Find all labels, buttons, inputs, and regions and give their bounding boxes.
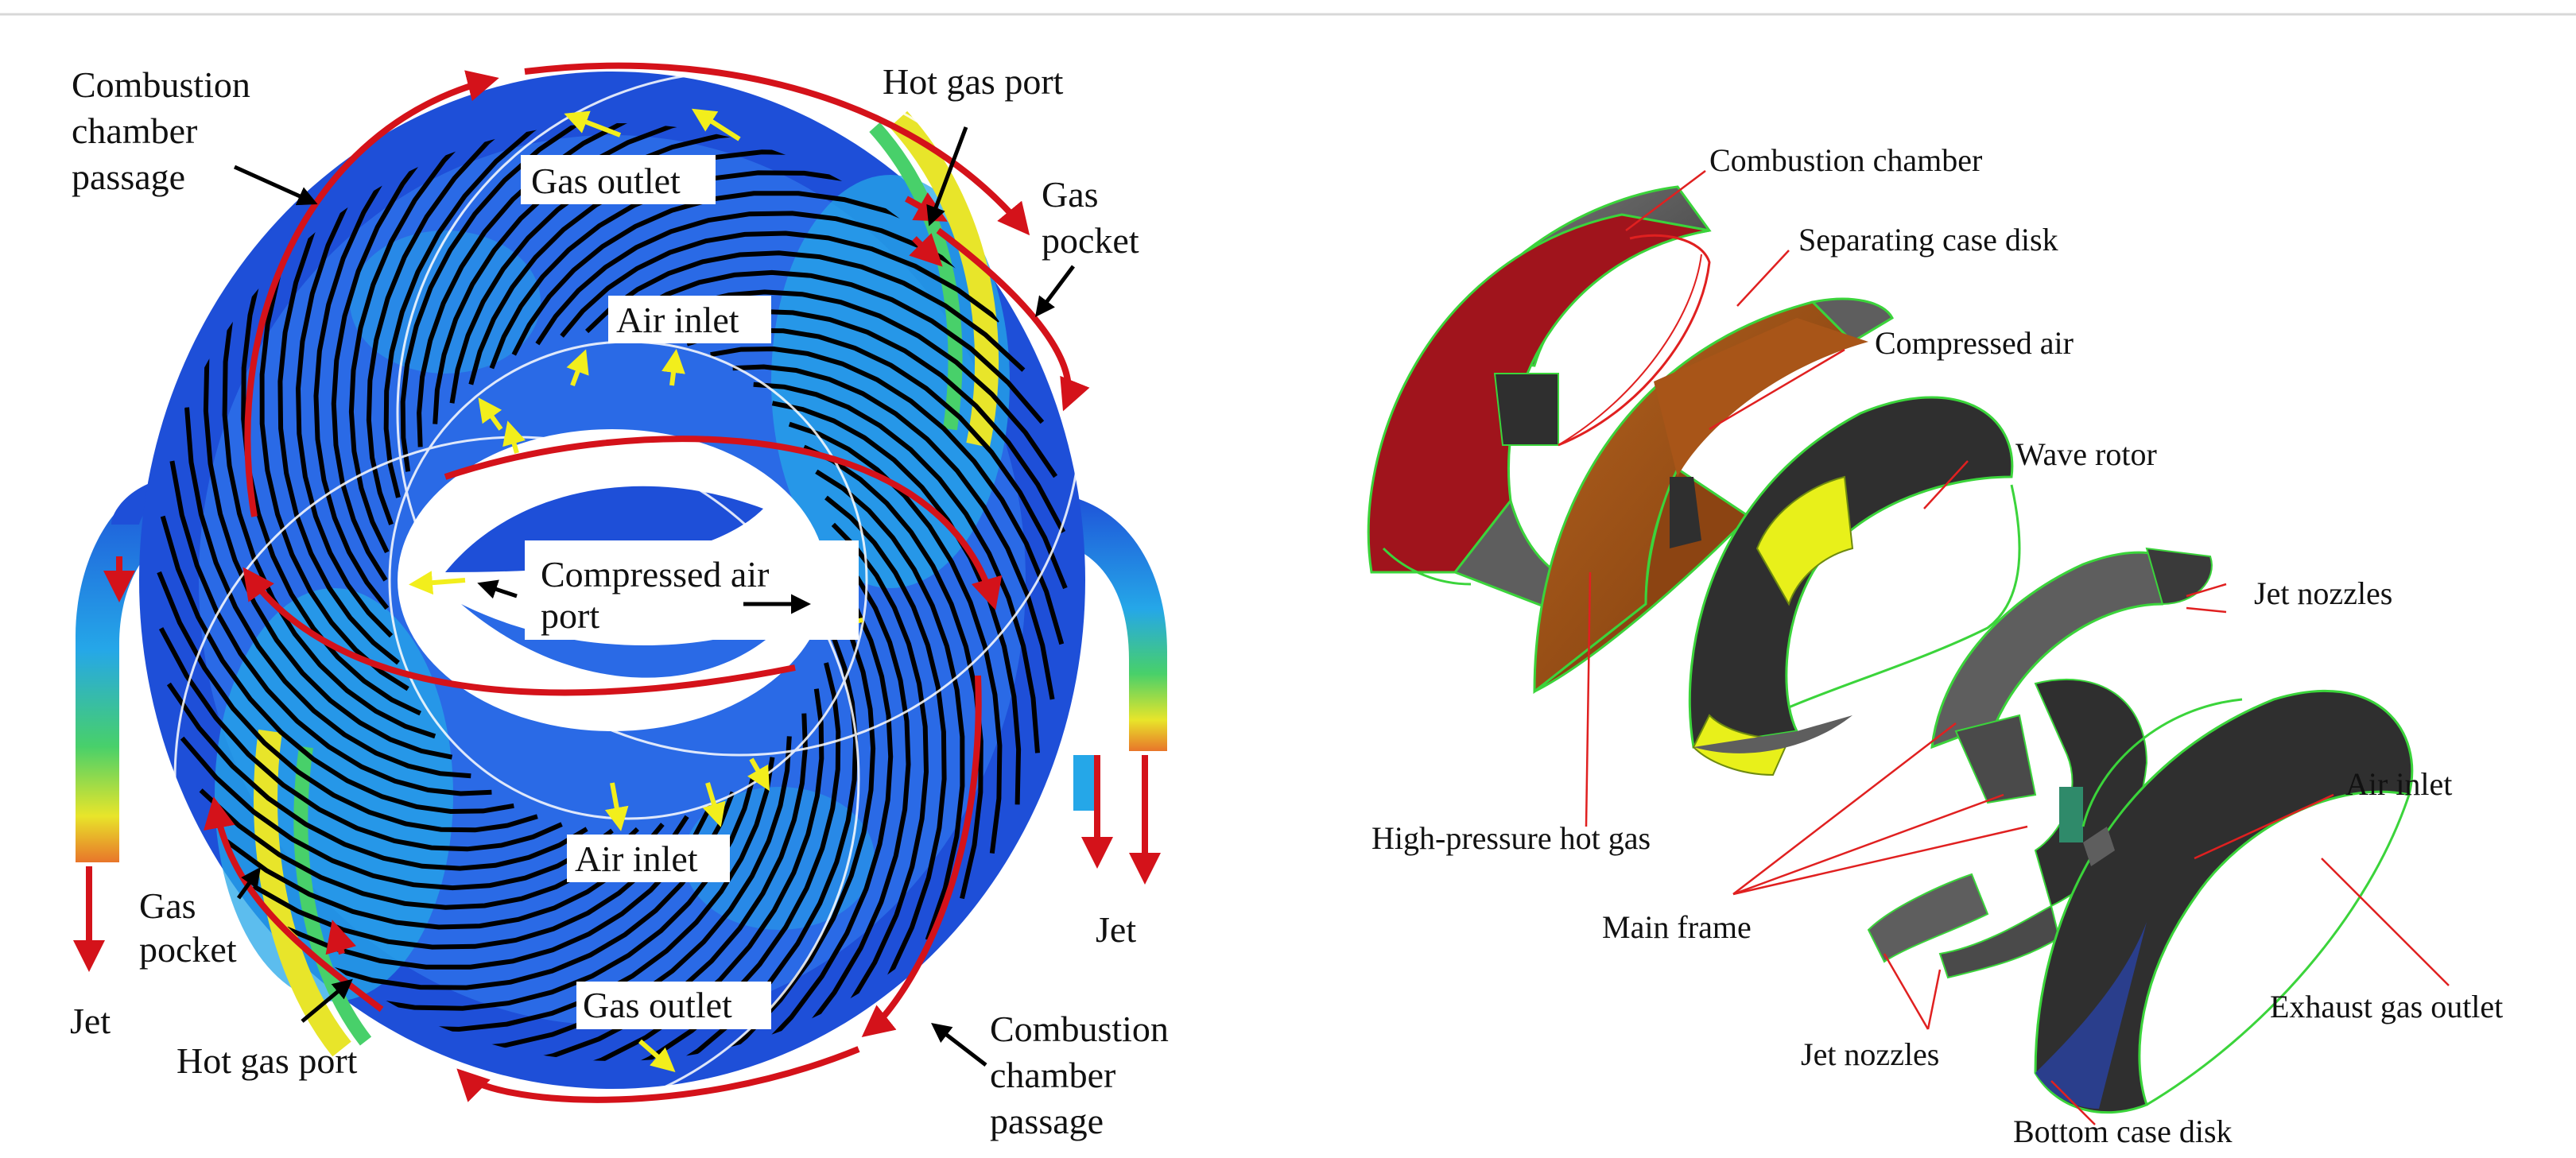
svg-text:Combustion: Combustion (72, 64, 250, 105)
part-wave-rotor (1688, 396, 2021, 777)
label-air-inlet: Air inlet (2345, 766, 2452, 802)
svg-text:Gas: Gas (139, 885, 196, 926)
part-bottom-case-disk (2034, 689, 2414, 1114)
spiral-blade (815, 469, 965, 941)
label-exhaust-gas-outlet: Exhaust gas outlet (2270, 989, 2503, 1024)
spiral-blade (585, 250, 1026, 372)
cfd-contour-panel: Combustion chamber passage Hot gas port … (49, 40, 1199, 1148)
spiral-blade (800, 550, 911, 1036)
spiral-blade (169, 460, 492, 796)
label-bottom-case-disk: Bottom case disk (2013, 1113, 2233, 1149)
label-main-frame: Main frame (1602, 909, 1752, 945)
spiral-blade (710, 346, 1065, 645)
spiral-blade (166, 682, 588, 871)
spiral-blade (331, 123, 471, 582)
spiral-blade (241, 261, 421, 716)
label-gas-outlet-bottom: Gas outlet (583, 985, 732, 1025)
label-air-inlet-bottom: Air inlet (575, 838, 698, 879)
label-gas-outlet-top: Gas outlet (531, 161, 681, 201)
spiral-blade (704, 606, 876, 1061)
spiral-blade (468, 149, 860, 385)
svg-text:Gas: Gas (1042, 174, 1099, 215)
svg-text:chamber: chamber (72, 110, 197, 151)
spiral-blade (348, 123, 520, 554)
spiral-blade (366, 123, 570, 525)
svg-text:Compressed air: Compressed air (541, 554, 769, 594)
air-flow-arrows (409, 108, 863, 1072)
label-jet-nozzles-top: Jet nozzles (2254, 575, 2392, 611)
spiral-blade (277, 183, 400, 665)
label-combustion-chamber: Combustion chamber (1709, 142, 1982, 178)
spiral-blade (157, 571, 538, 833)
spiral-blade (449, 128, 816, 404)
svg-text:pocket: pocket (1042, 220, 1139, 261)
svg-text:chamber: chamber (990, 1055, 1115, 1095)
spiral-blade (611, 269, 1045, 424)
svg-text:passage: passage (990, 1101, 1104, 1141)
spiral-blade (456, 736, 792, 1053)
spiral-blade (803, 444, 983, 900)
spiral-blade (511, 191, 939, 356)
spiral-blade (259, 219, 409, 691)
svg-text:port: port (541, 595, 599, 636)
spiral-blade (535, 211, 972, 346)
label-jet-left: Jet (70, 1001, 111, 1041)
svg-text:Combustion: Combustion (990, 1009, 1169, 1049)
spiral-blade (417, 123, 721, 447)
spiral-blade (364, 775, 756, 1011)
part-main-frame (1867, 547, 2213, 979)
spiral-blade (400, 123, 671, 472)
leader-lines (1585, 170, 2450, 1125)
spiral-blade (753, 381, 1040, 753)
spiral-blade (160, 515, 514, 815)
label-combustion-chamber-passage-bottom: Combustion chamber passage (990, 1009, 1169, 1141)
label-compressed-air-port: Compressed air port (541, 554, 769, 636)
label-combustion-chamber-passage-top: Combustion chamber passage (72, 64, 250, 197)
spiral-blade (824, 495, 947, 978)
spiral-blade (295, 150, 394, 638)
spiral-blade (313, 124, 425, 610)
spiral-blade (503, 713, 808, 1061)
label-air-inlet-top: Air inlet (616, 300, 739, 340)
spiral-blade (158, 627, 563, 852)
spiral-blade (180, 736, 614, 891)
label-gas-pocket-bottom: Gas pocket (139, 885, 237, 970)
pointer-arrows (233, 126, 1075, 1067)
spiral-blade (184, 407, 471, 779)
spiral-blade (753, 579, 894, 1057)
label-compressed-air: Compressed air (1875, 325, 2074, 361)
spiral-blade (788, 421, 1003, 854)
svg-text:pocket: pocket (139, 929, 237, 970)
label-jet-nozzles-bottom: Jet nozzles (1801, 1036, 1939, 1072)
label-hot-gas-port-top: Hot gas port (883, 61, 1064, 102)
spiral-blade (831, 522, 929, 1010)
right-jet-duct (1049, 493, 1167, 811)
exploded-assembly-panel: Combustion chamber Separating case disk … (1367, 142, 2503, 1149)
label-boxes (521, 155, 859, 1029)
combustion-flow-arrows (73, 62, 1161, 1103)
spiral-blade (553, 688, 824, 1061)
spiral-blade (203, 355, 453, 760)
label-separating-case-disk: Separating case disk (1798, 222, 2058, 258)
label-jet-right: Jet (1096, 909, 1136, 950)
label-hot-gas-port-bottom: Hot gas port (177, 1040, 358, 1081)
spiral-blades (157, 123, 1068, 1061)
label-gas-pocket-top: Gas pocket (1042, 174, 1139, 261)
spiral-blade (732, 364, 1055, 700)
spiral-blade (603, 662, 841, 1061)
svg-text:passage: passage (72, 157, 185, 197)
label-wave-rotor: Wave rotor (2015, 436, 2157, 472)
label-high-pressure-hot-gas: High-pressure hot gas (1371, 820, 1651, 856)
spiral-blade (489, 170, 902, 370)
spiral-blade (409, 757, 775, 1032)
